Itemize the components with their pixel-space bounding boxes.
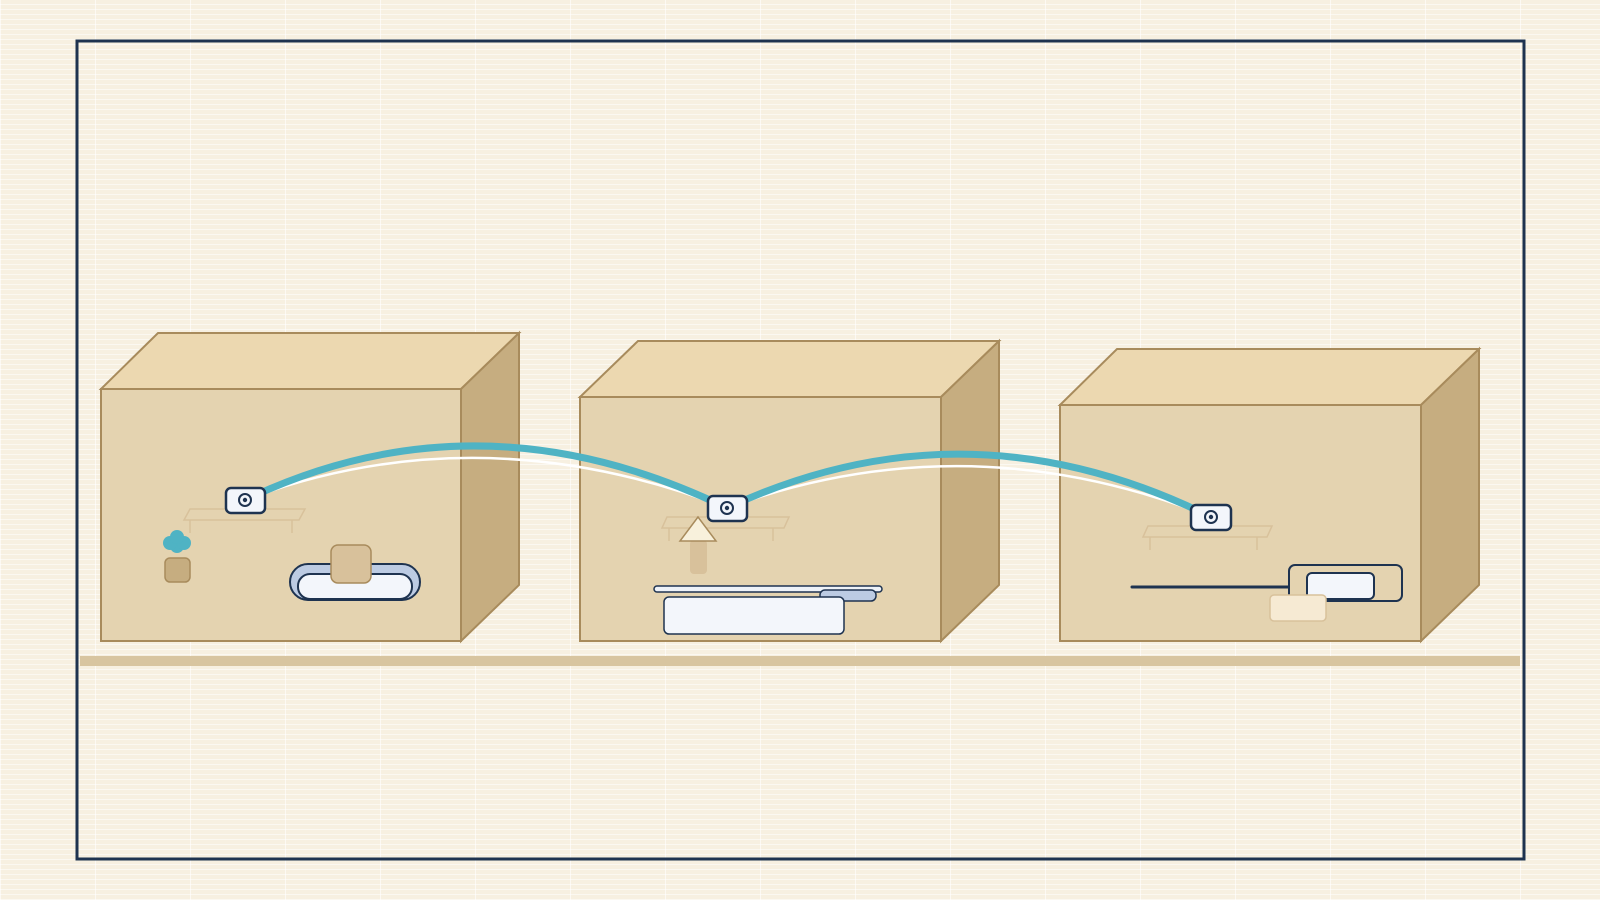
- sliding-block: [330, 544, 372, 584]
- box-2[interactable]: [577, 338, 1002, 644]
- box-3[interactable]: [1057, 346, 1482, 644]
- box-1-front: [100, 388, 462, 642]
- up-arrow-icon[interactable]: [678, 515, 718, 574]
- switch-window: [1306, 572, 1375, 600]
- rounded-slot-with-block[interactable]: [289, 544, 421, 601]
- box-2-bench: [660, 516, 791, 541]
- shelf-plank: [80, 656, 1520, 666]
- box-3-front: [1059, 404, 1422, 642]
- drawer: [663, 596, 845, 635]
- box-3-top: [1057, 348, 1482, 406]
- box-2-top: [577, 340, 1002, 398]
- cable-link-2-3: [723, 450, 1215, 521]
- box-1[interactable]: [98, 330, 522, 644]
- box-1-top: [98, 332, 522, 390]
- box-1-bench: [182, 508, 307, 533]
- drawer-with-rail[interactable]: [653, 585, 883, 635]
- plant-icon[interactable]: [163, 530, 191, 583]
- port-box-1[interactable]: [224, 486, 267, 515]
- switch-tab: [1269, 594, 1327, 622]
- cable-layer: [241, 442, 1215, 521]
- port-box-3[interactable]: [1189, 503, 1233, 532]
- cable-link-1-2: [241, 442, 731, 512]
- switch-lever[interactable]: [1130, 564, 1403, 622]
- port-box-2[interactable]: [706, 494, 749, 523]
- scene-frame: [75, 39, 1526, 861]
